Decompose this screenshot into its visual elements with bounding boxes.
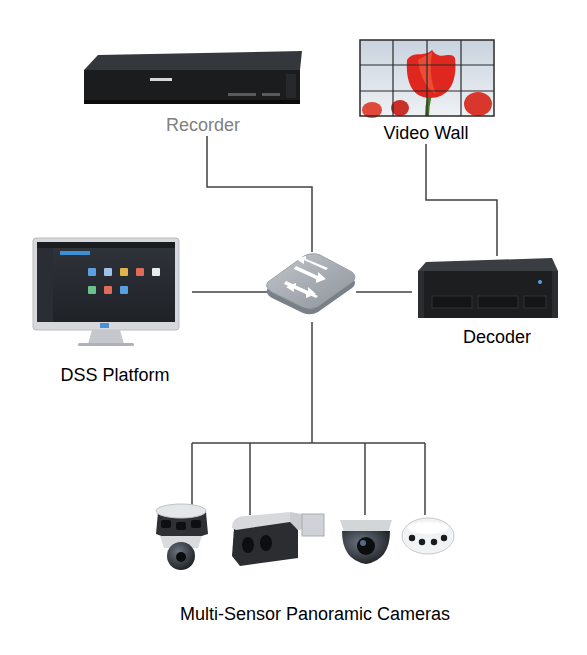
- fisheye-camera-part: [441, 535, 447, 541]
- network-wires-part: [356, 291, 412, 293]
- video-wall-screen: [360, 40, 494, 118]
- ptz-camera-part: [176, 522, 186, 530]
- video-wall-screen-part-part: [360, 64, 494, 65]
- recorder-device-part: [262, 93, 280, 96]
- network-wires-part: [364, 443, 366, 515]
- dss-monitor-part: [100, 323, 109, 328]
- dss-monitor-part-part: [104, 286, 112, 294]
- video-wall-screen-part-part: [360, 90, 494, 91]
- decoder-device-part: [418, 271, 424, 318]
- dss-monitor: [33, 238, 179, 346]
- fisheye-camera-part: [408, 522, 448, 534]
- network-switch-part-part: [296, 256, 328, 270]
- fisheye-camera-part: [419, 539, 425, 545]
- ptz-camera-part: [156, 504, 206, 518]
- dss-monitor-part-part: [136, 268, 144, 276]
- network-wires-part: [192, 291, 268, 293]
- device-label: Video Wall: [383, 122, 468, 144]
- video-wall-screen-part-part: [426, 40, 427, 116]
- panoramic-bullet-camera-part: [232, 512, 290, 530]
- dss-monitor-part: [88, 330, 124, 344]
- dss-monitor-part: [37, 242, 175, 248]
- ptz-camera-part: [176, 552, 186, 562]
- dss-monitor-part: [78, 343, 134, 346]
- fisheye-camera-part: [409, 535, 415, 541]
- dss-monitor-part: [60, 251, 90, 255]
- video-wall-screen-part-part: [460, 40, 461, 116]
- recorder-device-part: [84, 100, 300, 104]
- recorder-device: [84, 51, 302, 104]
- dss-monitor-part: [37, 242, 175, 322]
- device-label: Recorder: [166, 114, 240, 136]
- panoramic-bullet-camera-part: [260, 535, 272, 551]
- dss-monitor-part-part: [152, 268, 160, 276]
- network-wires: [192, 136, 425, 515]
- network-wires-part: [424, 443, 426, 515]
- dss-monitor-part: [37, 248, 53, 322]
- recorder-device-part: [84, 70, 300, 104]
- video-wall-screen-part: [360, 40, 494, 116]
- panoramic-bullet-camera-part: [242, 537, 254, 553]
- decoder-device-part: [538, 280, 542, 284]
- ptz-camera-part: [161, 520, 171, 528]
- dss-monitor-part: [88, 268, 160, 294]
- network-switch: [267, 254, 355, 315]
- video-wall-screen-part: [360, 40, 494, 116]
- camera-group-node: Multi-Sensor Panoramic Cameras: [140, 495, 490, 625]
- ptz-camera-part: [191, 520, 201, 528]
- dome-camera-part: [357, 537, 375, 555]
- video-wall-screen-part: [360, 40, 494, 116]
- video-wall-node: Video Wall: [356, 36, 496, 144]
- recorder-node: Recorder: [90, 48, 316, 136]
- network-wires-part: [311, 322, 313, 443]
- decoder-device-part: [432, 296, 472, 308]
- decoder-device-part: [478, 296, 518, 308]
- ptz-camera-part: [167, 542, 195, 570]
- network-wires-part: [192, 442, 425, 444]
- device-label: Decoder: [463, 326, 531, 348]
- recorder-device-part: [228, 93, 256, 96]
- dss-monitor-part-part: [88, 286, 96, 294]
- panoramic-bullet-camera: [232, 512, 324, 566]
- decoder-device-part: [418, 271, 558, 318]
- network-switch-part-part: [294, 266, 326, 283]
- device-label: Multi-Sensor Panoramic Cameras: [180, 603, 450, 625]
- decoder-device-part: [552, 271, 558, 318]
- panoramic-bullet-camera-part: [302, 514, 324, 536]
- fisheye-camera-part: [431, 539, 437, 545]
- video-wall-screen-part: [391, 100, 409, 116]
- dss-monitor-part-part: [120, 268, 128, 276]
- network-switch-part: [284, 256, 328, 298]
- dss-monitor-part-part: [88, 268, 96, 276]
- recorder-device-part: [286, 74, 296, 98]
- network-cable: [426, 144, 497, 256]
- network-wires-part: [191, 443, 193, 505]
- dss-monitor-part-part: [104, 268, 112, 276]
- dome-camera-part: [342, 531, 390, 564]
- dome-camera: [340, 520, 392, 564]
- network-switch-part: [267, 254, 355, 309]
- dome-camera-part: [340, 520, 392, 532]
- recorder-device-part: [84, 51, 302, 70]
- dss-monitor-part-part: [120, 286, 128, 294]
- recorder-device-part: [150, 78, 172, 81]
- fisheye-camera: [402, 518, 454, 554]
- device-label: DSS Platform: [60, 364, 169, 386]
- decoder-node: Decoder: [424, 256, 570, 348]
- dome-camera-part: [360, 540, 366, 546]
- fisheye-camera-part: [402, 518, 454, 554]
- video-wall-screen-part-part: [392, 40, 393, 116]
- network-switch-part-part: [286, 283, 318, 298]
- network-wires-part: [249, 443, 251, 515]
- video-wall-screen-part: [464, 92, 492, 116]
- decoder-device-part: [524, 296, 546, 308]
- camera-group: [156, 504, 454, 570]
- network-wires-part: [207, 136, 312, 252]
- decoder-device-part: [418, 258, 558, 271]
- dss-monitor-part: [33, 238, 179, 330]
- ptz-camera: [156, 504, 208, 570]
- platform-node: DSS Platform: [30, 234, 200, 386]
- decoder-device: [418, 258, 558, 318]
